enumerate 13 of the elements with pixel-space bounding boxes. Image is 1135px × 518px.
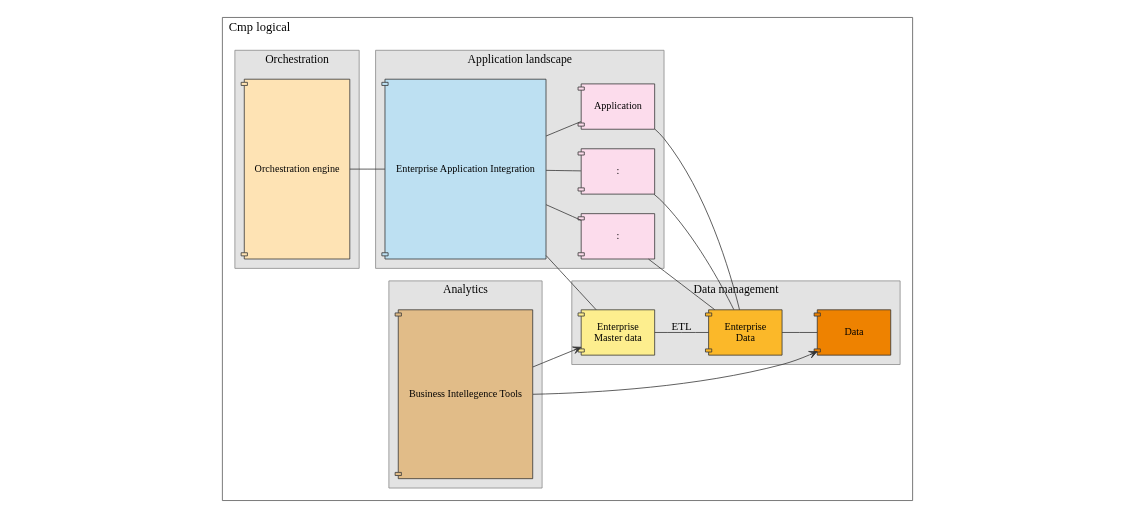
connector bbox=[349, 168, 386, 170]
arrow bbox=[532, 351, 818, 395]
connector bbox=[781, 332, 818, 333]
connector bbox=[654, 332, 709, 333]
connector bbox=[648, 258, 716, 311]
connector bbox=[545, 121, 582, 137]
connector bbox=[653, 193, 735, 311]
connector bbox=[545, 255, 597, 311]
connector bbox=[545, 169, 582, 172]
edge-label: ETL bbox=[671, 319, 692, 332]
arrow bbox=[532, 346, 582, 368]
connector bbox=[545, 204, 582, 221]
connector bbox=[654, 128, 740, 311]
